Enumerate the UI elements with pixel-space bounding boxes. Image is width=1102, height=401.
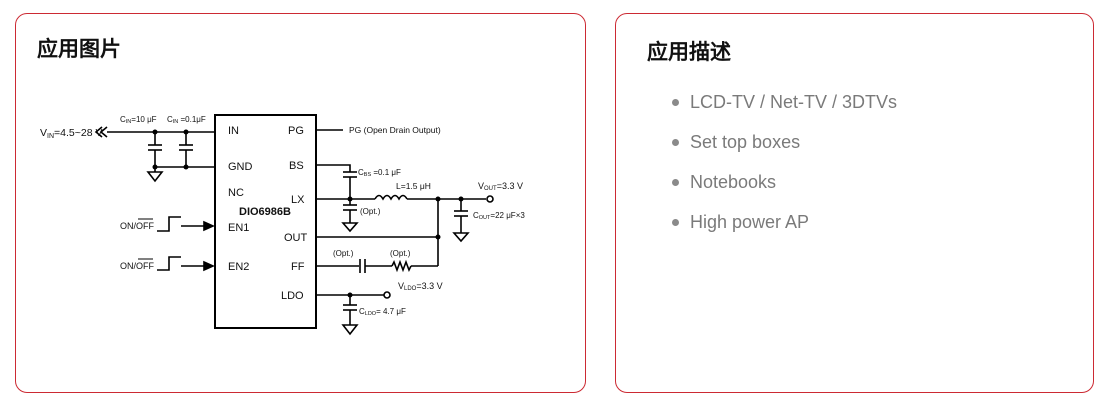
ff-res-opt-label: (Opt.): [390, 249, 411, 258]
pin-lx-label: LX: [291, 194, 305, 206]
pg-output-label: PG (Open Drain Output): [349, 125, 441, 135]
junction-dot: [152, 164, 158, 170]
pin-gnd-label: GND: [228, 161, 253, 173]
pin-ff-label: FF: [291, 261, 305, 273]
ground-icon: [341, 222, 359, 233]
junction-dot: [347, 292, 353, 298]
circuit-schematic: VIN=4.5~28 V CIN=10 μF CIN =0.1μF IN GND…: [40, 114, 525, 336]
onoff-en1-label: ON/OFF: [120, 221, 154, 231]
ground-icon: [452, 232, 470, 243]
vout-label: VOUT=3.3 V: [478, 181, 523, 192]
junction-dot: [435, 234, 441, 240]
pin-in-label: IN: [228, 125, 239, 137]
pin-bs-label: BS: [289, 160, 304, 172]
en1-pulse-icon: [157, 216, 181, 232]
pin-en1-label: EN1: [228, 222, 249, 234]
junction-dot: [458, 196, 464, 202]
list-item-label: Notebooks: [690, 172, 777, 192]
junction-dot: [347, 196, 353, 202]
ff-cap-opt-label: (Opt.): [333, 249, 354, 258]
pin-nc-label: NC: [228, 187, 244, 199]
junction-dot: [183, 129, 189, 135]
cin2-label: CIN =0.1μF: [167, 115, 206, 125]
pin-ldo-label: LDO: [281, 290, 304, 302]
en1-arrow-icon: [203, 220, 215, 232]
junction-dot: [183, 164, 189, 170]
application-description-title: 应用描述: [647, 40, 731, 64]
vin-arrow-icon: [94, 126, 108, 138]
pin-en2-label: EN2: [228, 261, 249, 273]
junction-dot: [435, 196, 441, 202]
application-image-card: 应用图片: [15, 13, 586, 393]
bullet-icon: [672, 179, 679, 186]
application-list: LCD-TV / Net-TV / 3DTVs Set top boxes No…: [670, 89, 897, 249]
list-item: High power AP: [670, 209, 897, 249]
vin-label: VIN=4.5~28 V: [40, 127, 102, 140]
vldo-terminal-icon: [383, 291, 391, 299]
list-item-label: High power AP: [690, 212, 810, 232]
list-item: Set top boxes: [670, 129, 897, 169]
en2-arrow-icon: [203, 260, 215, 272]
junction-dot: [152, 129, 158, 135]
cbs-label: CBS =0.1 μF: [358, 168, 401, 178]
list-item: Notebooks: [670, 169, 897, 209]
onoff-en2-label: ON/OFF: [120, 261, 154, 271]
vldo-label: VLDO=3.3 V: [398, 281, 443, 292]
pin-pg-label: PG: [288, 125, 304, 137]
application-description-card: 应用描述 LCD-TV / Net-TV / 3DTVs Set top box…: [615, 13, 1094, 393]
resistor-icon: [391, 259, 412, 273]
application-image-title: 应用图片: [37, 37, 121, 61]
vout-terminal-icon: [486, 195, 494, 203]
chip-name-label: DIO6986B: [239, 206, 291, 218]
pin-out-label: OUT: [284, 232, 308, 244]
ic-body: [214, 114, 317, 329]
ground-icon: [146, 171, 164, 183]
cout-label: COUT=22 μF×3: [473, 211, 525, 221]
list-item: LCD-TV / Net-TV / 3DTVs: [670, 89, 897, 129]
bullet-icon: [672, 219, 679, 226]
list-item-label: LCD-TV / Net-TV / 3DTVs: [690, 92, 898, 112]
bullet-icon: [672, 99, 679, 106]
list-item-label: Set top boxes: [690, 132, 801, 152]
ground-icon: [341, 324, 359, 336]
inductor-icon: [374, 194, 408, 201]
lx-opt-label: (Opt.): [360, 207, 381, 216]
en2-pulse-icon: [157, 256, 181, 271]
cldo-label: CLDO= 4.7 μF: [359, 307, 406, 317]
bs-wire: [316, 164, 351, 172]
inductor-label: L=1.5 μH: [396, 181, 431, 191]
cin1-label: CIN=10 μF: [120, 115, 157, 125]
bullet-icon: [672, 139, 679, 146]
